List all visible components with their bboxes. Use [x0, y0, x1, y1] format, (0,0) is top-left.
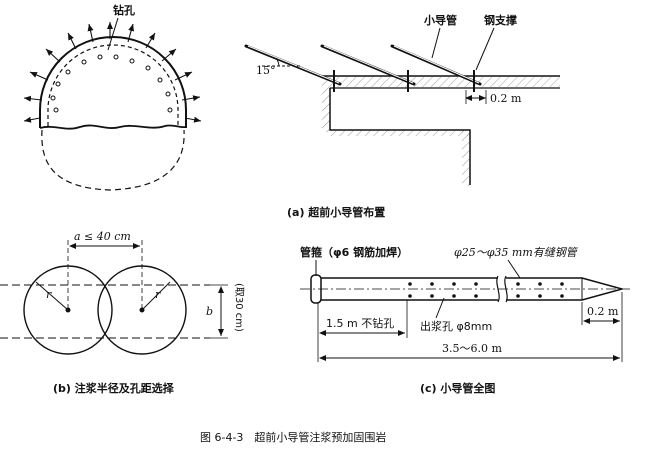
small-pipes	[244, 44, 482, 86]
figure-caption: 图 6-4-3 超前小导管注浆预加固围岩	[200, 430, 386, 444]
drill-hole-leader	[107, 17, 119, 51]
panel-b-caption: (b) 注浆半径及孔距选择	[53, 381, 175, 395]
radius-line-left	[35, 281, 69, 311]
radial-grout-arrows	[23, 22, 202, 123]
face-soil-hatch	[322, 76, 330, 132]
spacing-label: 0.2 m	[490, 92, 522, 105]
grout-hole-label: 出浆孔 φ8mm	[420, 319, 492, 333]
excavation-line	[39, 124, 187, 130]
no-hole-label: 1.5 m 不钻孔	[326, 316, 394, 330]
tunnel-arch-outline	[39, 36, 187, 128]
grout-hole-leader	[435, 297, 445, 319]
b-label: b	[206, 305, 213, 318]
lining-soil-hatch	[330, 77, 560, 87]
pipe-body-left	[318, 277, 498, 301]
steel-supports	[333, 70, 475, 92]
pipe-spec-label: φ25～φ35 mm有缝钢管	[454, 246, 579, 259]
radius-line-right	[141, 281, 171, 311]
radius-label-right: r	[155, 288, 161, 301]
grout-hole-dots	[408, 282, 564, 298]
panel-c-caption: (c) 小导管全图	[420, 381, 495, 395]
small-pipe-highlights	[247, 45, 480, 84]
small-pipe-label: 小导管	[423, 13, 457, 27]
steel-support-leader	[475, 27, 495, 71]
a-spacing-label: a ≤ 40 cm	[74, 230, 131, 243]
excavation-face	[329, 88, 471, 185]
pipe-body-right	[506, 277, 625, 301]
panel-a-longitudinal-section: 15° 小导管 钢支撑 0.2 m (a) 超前小导管布置	[244, 13, 560, 219]
panel-c-pipe-detail: 管箍（φ6 钢筋加焊） φ25～φ35 mm有缝钢管 1.5 m 不钻孔 出浆孔…	[300, 245, 630, 395]
b-note: (取30 cm)	[233, 283, 245, 332]
steel-support-label: 钢支撑	[484, 13, 517, 27]
length-label: 3.5～6.0 m	[442, 342, 502, 355]
floor-soil-hatch	[330, 130, 470, 136]
small-pipe-leader	[431, 27, 441, 59]
step-soil-hatch	[462, 130, 470, 186]
radius-label-left: r	[46, 288, 52, 301]
drill-hole-markers	[50, 54, 173, 113]
tunnel-lower-dashed-outline	[41, 129, 185, 191]
angle-label: 15°	[256, 64, 276, 77]
tip-label: 0.2 m	[587, 305, 619, 318]
panel-a-tunnel-section: 钻孔	[23, 3, 202, 191]
panel-b-grout-radius: r r a ≤ 40 cm b (取30 cm) (b) 注浆半径及孔距选择	[0, 230, 245, 395]
pipe-spec-leader	[507, 259, 521, 279]
tunnel-inner-dashed-arch	[47, 44, 179, 126]
drill-hole-label: 钻孔	[113, 3, 135, 17]
panel-a-caption: (a) 超前小导管布置	[287, 205, 385, 219]
hoop-label: 管箍（φ6 钢筋加焊）	[300, 245, 408, 259]
